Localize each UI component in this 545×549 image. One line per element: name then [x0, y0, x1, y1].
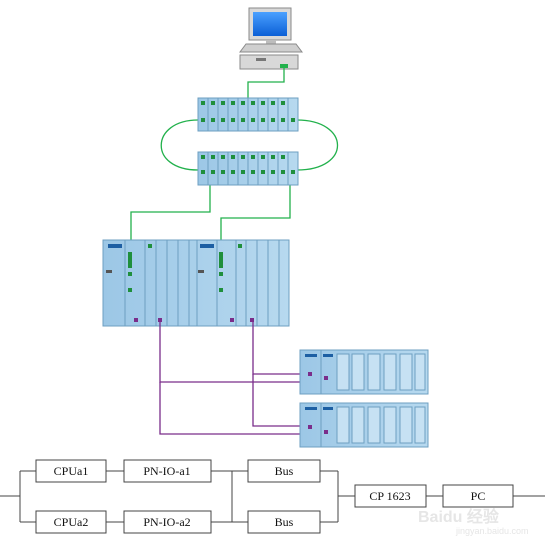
block-bus-2-label: Bus — [275, 515, 294, 529]
switch-icon — [197, 97, 299, 132]
block-pnio-a1-label: PN-IO-a1 — [143, 464, 190, 478]
block-cpu-a2-label: CPUa2 — [54, 515, 89, 529]
block-pnio-a2: PN-IO-a2 — [123, 510, 212, 534]
switch-icon — [197, 151, 299, 186]
profibus-cabling — [159, 322, 312, 435]
block-pc: PC — [442, 484, 514, 508]
block-bus-1: Bus — [247, 459, 321, 483]
watermark: Baidu 经验 jingyan.baidu.com — [418, 507, 529, 536]
block-bus-2: Bus — [247, 510, 321, 534]
block-cpu-a1-label: CPUa1 — [54, 464, 89, 478]
watermark-url: jingyan.baidu.com — [455, 526, 529, 536]
io-station-icon — [299, 402, 429, 448]
block-bus-1-label: Bus — [275, 464, 294, 478]
block-pnio-a2-label: PN-IO-a2 — [143, 515, 190, 529]
watermark-text: Baidu 经验 — [418, 507, 500, 526]
block-cp-card: CP 1623 — [354, 484, 427, 508]
block-pnio-a1: PN-IO-a1 — [123, 459, 212, 483]
block-pc-label: PC — [471, 489, 486, 503]
io-station-icon — [299, 349, 429, 395]
block-cpu-a1: CPUa1 — [35, 459, 107, 483]
block-cp-card-label: CP 1623 — [369, 489, 410, 503]
pc-icon — [239, 7, 303, 70]
block-cpu-a2: CPUa2 — [35, 510, 107, 534]
block-diagram-lines — [0, 470, 545, 523]
plc-rack-icon — [102, 239, 290, 327]
